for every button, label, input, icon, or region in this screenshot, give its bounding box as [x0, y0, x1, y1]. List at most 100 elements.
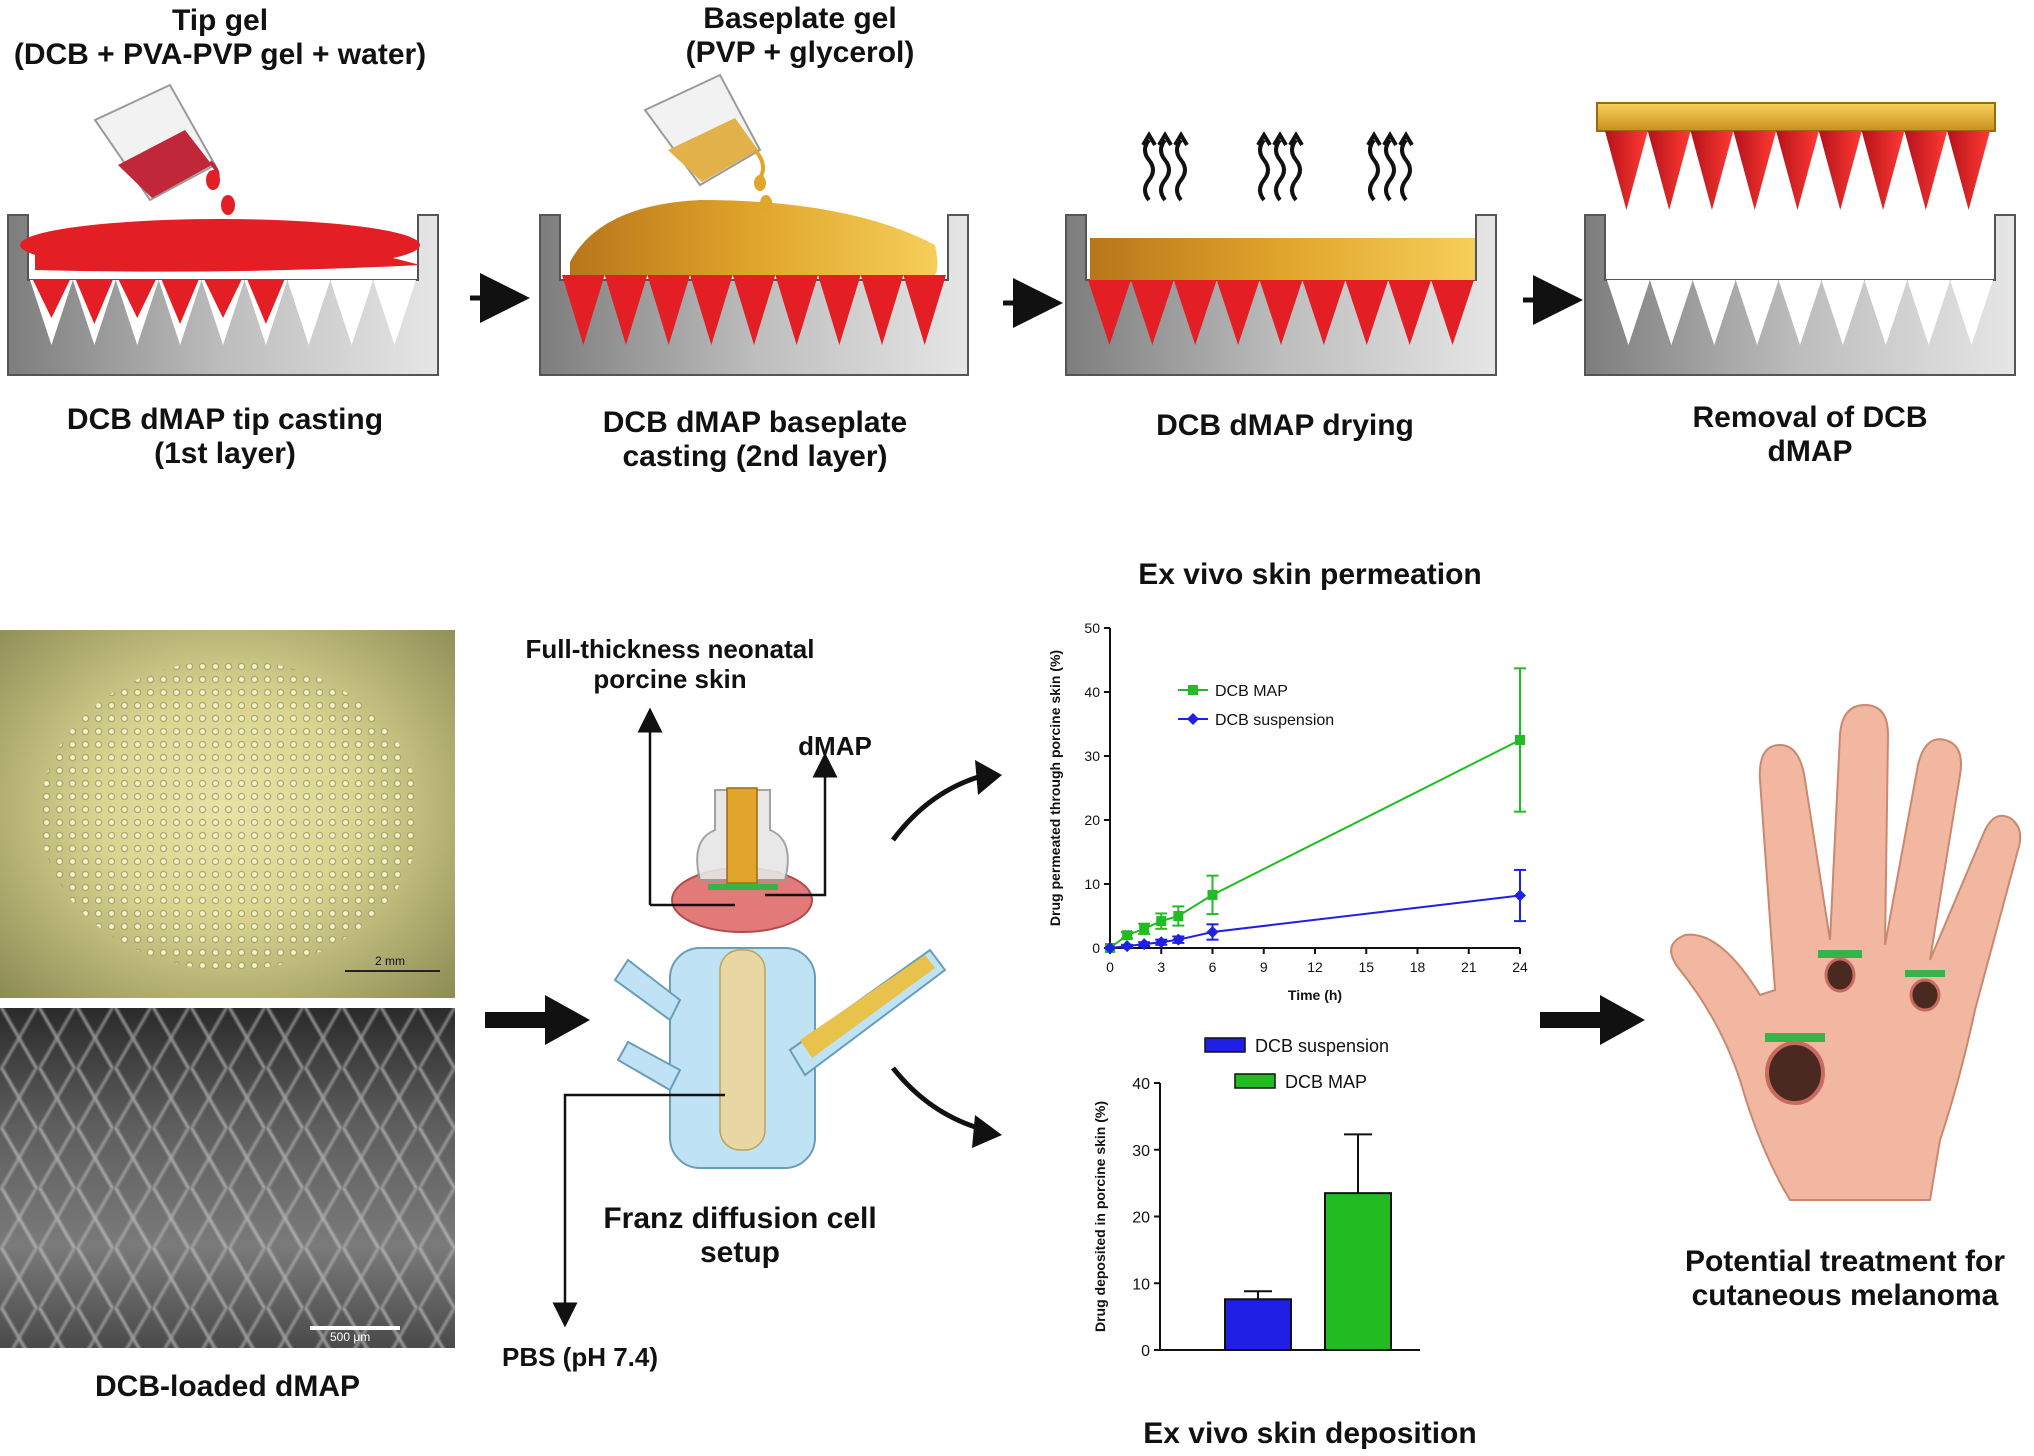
series-line	[1109, 739, 1521, 949]
mould-cavity	[1345, 280, 1389, 345]
mould-cavity	[647, 275, 690, 345]
franz-label-line-2: setup	[699, 1236, 780, 1269]
data-point	[1121, 940, 1134, 953]
mould-cavity	[1690, 131, 1734, 210]
mould-cavity	[1607, 280, 1650, 345]
data-point	[1207, 889, 1218, 900]
mould-cavity	[1173, 280, 1217, 345]
mould-cavity	[1259, 280, 1303, 345]
x-tick-label: 6	[1209, 959, 1217, 975]
y-tick-label: 0	[1141, 1343, 1150, 1360]
steam-arrowhead	[1398, 131, 1414, 147]
mould-cavity	[1947, 131, 1990, 210]
y-axis-label: Drug permeated through porcine skin (%)	[1047, 650, 1063, 926]
dried-baseplate	[1090, 238, 1475, 280]
step-3-line-1: DCB dMAP drying	[1156, 409, 1414, 442]
step-4-line-1: Removal of DCB	[1692, 401, 1928, 434]
data-point	[1515, 735, 1525, 745]
steam-line	[1159, 138, 1171, 202]
y-axis-label: Drug deposited in porcine skin (%)	[1092, 1101, 1108, 1332]
mould-cavity	[1088, 280, 1131, 345]
mould-cavity	[1776, 131, 1819, 210]
legend-label: DCB suspension	[1215, 712, 1334, 729]
hand-illustration-icon	[1670, 703, 2022, 1201]
steam-line	[1384, 138, 1396, 202]
y-tick-label: 10	[1132, 1276, 1150, 1293]
flow-arrows	[485, 760, 1645, 1148]
steam-line	[1274, 138, 1286, 202]
data-point	[1172, 933, 1185, 946]
mould-cavity	[1733, 131, 1777, 210]
baseplate-gel-layer	[570, 200, 938, 275]
y-tick-label: 20	[1132, 1210, 1150, 1227]
series-line	[1109, 894, 1521, 949]
beaker-tip-gel-icon	[93, 83, 235, 215]
mould-cavity	[732, 275, 776, 345]
steam-line	[1368, 138, 1380, 202]
step-1-line-2: (1st layer)	[154, 437, 296, 470]
y-tick-label: 20	[1084, 812, 1100, 828]
tip-gel-label: Tip gel (DCB + PVA-PVP gel + water)	[0, 4, 440, 72]
treatment-line-1: Potential treatment for	[1684, 1245, 2006, 1278]
mould-cavity	[1778, 280, 1822, 345]
data-point	[1155, 936, 1168, 949]
data-point	[1122, 930, 1133, 941]
legend-marker	[1188, 685, 1198, 695]
franz-label-line-1: Franz diffusion cell	[603, 1202, 877, 1235]
mould-cavity	[1649, 280, 1693, 345]
tip-gel-layer	[20, 219, 420, 271]
franz-pointer-lines	[552, 707, 838, 1328]
step-1-line-1: DCB dMAP tip casting	[66, 403, 384, 436]
data-point	[1173, 911, 1184, 921]
y-tick-label: 40	[1132, 1076, 1150, 1093]
steam-line	[1175, 138, 1187, 202]
data-point	[1138, 938, 1151, 951]
mould-cavity	[1907, 280, 1951, 345]
baseplate-gel-title: Baseplate gel	[703, 2, 897, 35]
data-point	[1206, 926, 1219, 938]
mould-cavity	[1692, 280, 1736, 345]
mould-cavity	[690, 275, 733, 345]
steam-arrowhead	[1288, 131, 1304, 147]
permeation-title: Ex vivo skin permeation	[1138, 558, 1482, 591]
cast-tip	[33, 280, 70, 318]
steam-arrowhead	[1157, 131, 1173, 147]
step-2-line-2: casting (2nd layer)	[622, 440, 888, 473]
bar	[1224, 1298, 1292, 1352]
data-point	[1139, 923, 1150, 934]
step-1-label: DCB dMAP tip casting (1st layer)	[20, 403, 430, 471]
legend-label: DCB MAP	[1285, 1072, 1367, 1092]
mould-4	[1584, 214, 2016, 376]
mould-cavity	[1950, 280, 1993, 345]
skin-label-line-2: porcine skin	[593, 664, 747, 694]
franz-diffusion-cell-icon	[613, 787, 947, 1169]
removed-dmap	[1596, 102, 1996, 210]
skin-label-line-1: Full-thickness neonatal	[525, 634, 815, 664]
y-tick-label: 30	[1132, 1143, 1150, 1160]
y-tick-label: 40	[1084, 684, 1100, 700]
y-tick-label: 0	[1092, 940, 1100, 956]
x-tick-label: 15	[1358, 959, 1374, 975]
mould-cavity	[1605, 131, 1648, 210]
deposition-title: Ex vivo skin deposition	[1143, 1417, 1477, 1450]
step-4-line-2: dMAP	[1767, 435, 1853, 468]
legend-marker	[1187, 713, 1199, 725]
data-point	[1104, 942, 1116, 954]
step-arrows	[470, 273, 1583, 328]
photo1-scale-bar: 2 mm	[375, 954, 405, 968]
y-tick-label: 30	[1084, 748, 1100, 764]
step-2-label: DCB dMAP baseplate casting (2nd layer)	[560, 406, 950, 474]
x-tick-label: 3	[1157, 959, 1165, 975]
step-3-label: DCB dMAP drying	[1090, 409, 1480, 443]
mould-cavity	[1821, 280, 1865, 345]
cast-tip	[118, 280, 156, 318]
franz-label: Franz diffusion cell setup	[570, 1202, 910, 1270]
mould-cavity	[1735, 280, 1779, 345]
beaker-baseplate-gel-icon	[643, 73, 772, 211]
skin-label: Full-thickness neonatal porcine skin	[500, 634, 840, 694]
mould-cavity	[1388, 280, 1432, 345]
cast-tip	[161, 280, 199, 324]
mould-cavity	[903, 275, 946, 345]
cast-tip	[204, 280, 242, 318]
x-tick-label: 18	[1410, 959, 1426, 975]
